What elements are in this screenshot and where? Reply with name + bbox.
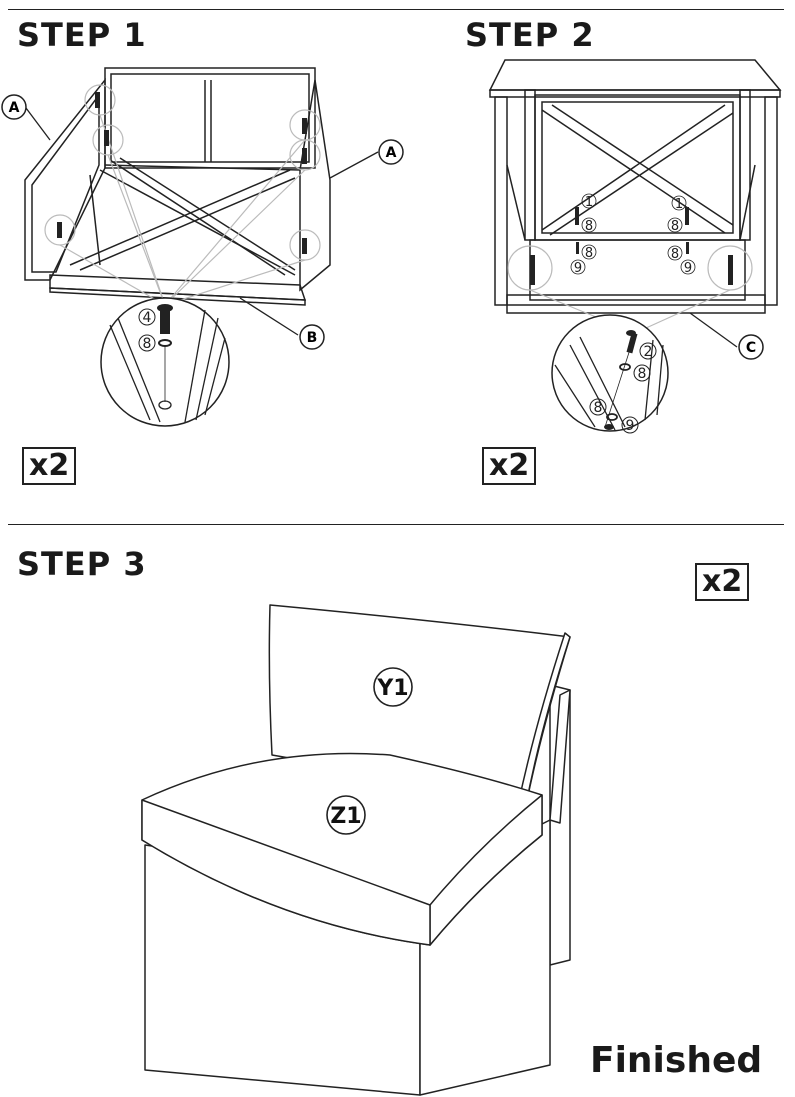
step1-callout-bottom: B <box>307 330 318 346</box>
step1-bolt-number: 4 <box>143 310 152 326</box>
step2-bolt-number: 2 <box>644 344 653 360</box>
step1-callout-right: A <box>386 145 397 161</box>
step2-upper-right-washer2: 8 <box>671 247 679 262</box>
step2-callout-bottom: C <box>746 340 756 356</box>
step2-upper-right-washer: 8 <box>671 219 679 234</box>
step2-upper-left-washer2: 8 <box>585 246 593 261</box>
step2-upper-left-bolt: 1 <box>585 195 593 210</box>
top-divider <box>8 9 784 10</box>
step1-callout-left: A <box>9 100 20 116</box>
step2-upper-right-nut: 9 <box>684 261 692 276</box>
step3-chair-diagram: Y1 Z1 <box>141 604 571 1096</box>
middle-divider <box>8 524 784 525</box>
back-cushion-label: Y1 <box>376 676 408 701</box>
step3-title: STEP 3 <box>17 545 147 583</box>
step2-title: STEP 2 <box>465 16 595 54</box>
step3-quantity-badge: x2 <box>695 563 750 601</box>
step2-washer-number-b: 8 <box>594 400 603 416</box>
step2-frame-diagram: 1 8 8 9 1 8 8 9 2 8 8 9 <box>488 59 782 434</box>
step2-upper-left-washer: 8 <box>585 219 593 234</box>
step2-nut-number: 9 <box>626 418 635 434</box>
step2-upper-right-bolt: 1 <box>675 197 683 212</box>
step1-washer-number: 8 <box>143 336 152 352</box>
step2-quantity-badge: x2 <box>482 447 537 485</box>
seat-cushion-label: Z1 <box>330 804 361 829</box>
step1-title: STEP 1 <box>17 16 147 54</box>
finished-label: Finished <box>590 1040 763 1081</box>
step2-upper-left-nut: 9 <box>574 261 582 276</box>
step1-frame-diagram: 4 8 A A B <box>1 67 404 427</box>
step1-quantity-badge: x2 <box>22 447 77 485</box>
step2-washer-number-a: 8 <box>638 366 647 382</box>
